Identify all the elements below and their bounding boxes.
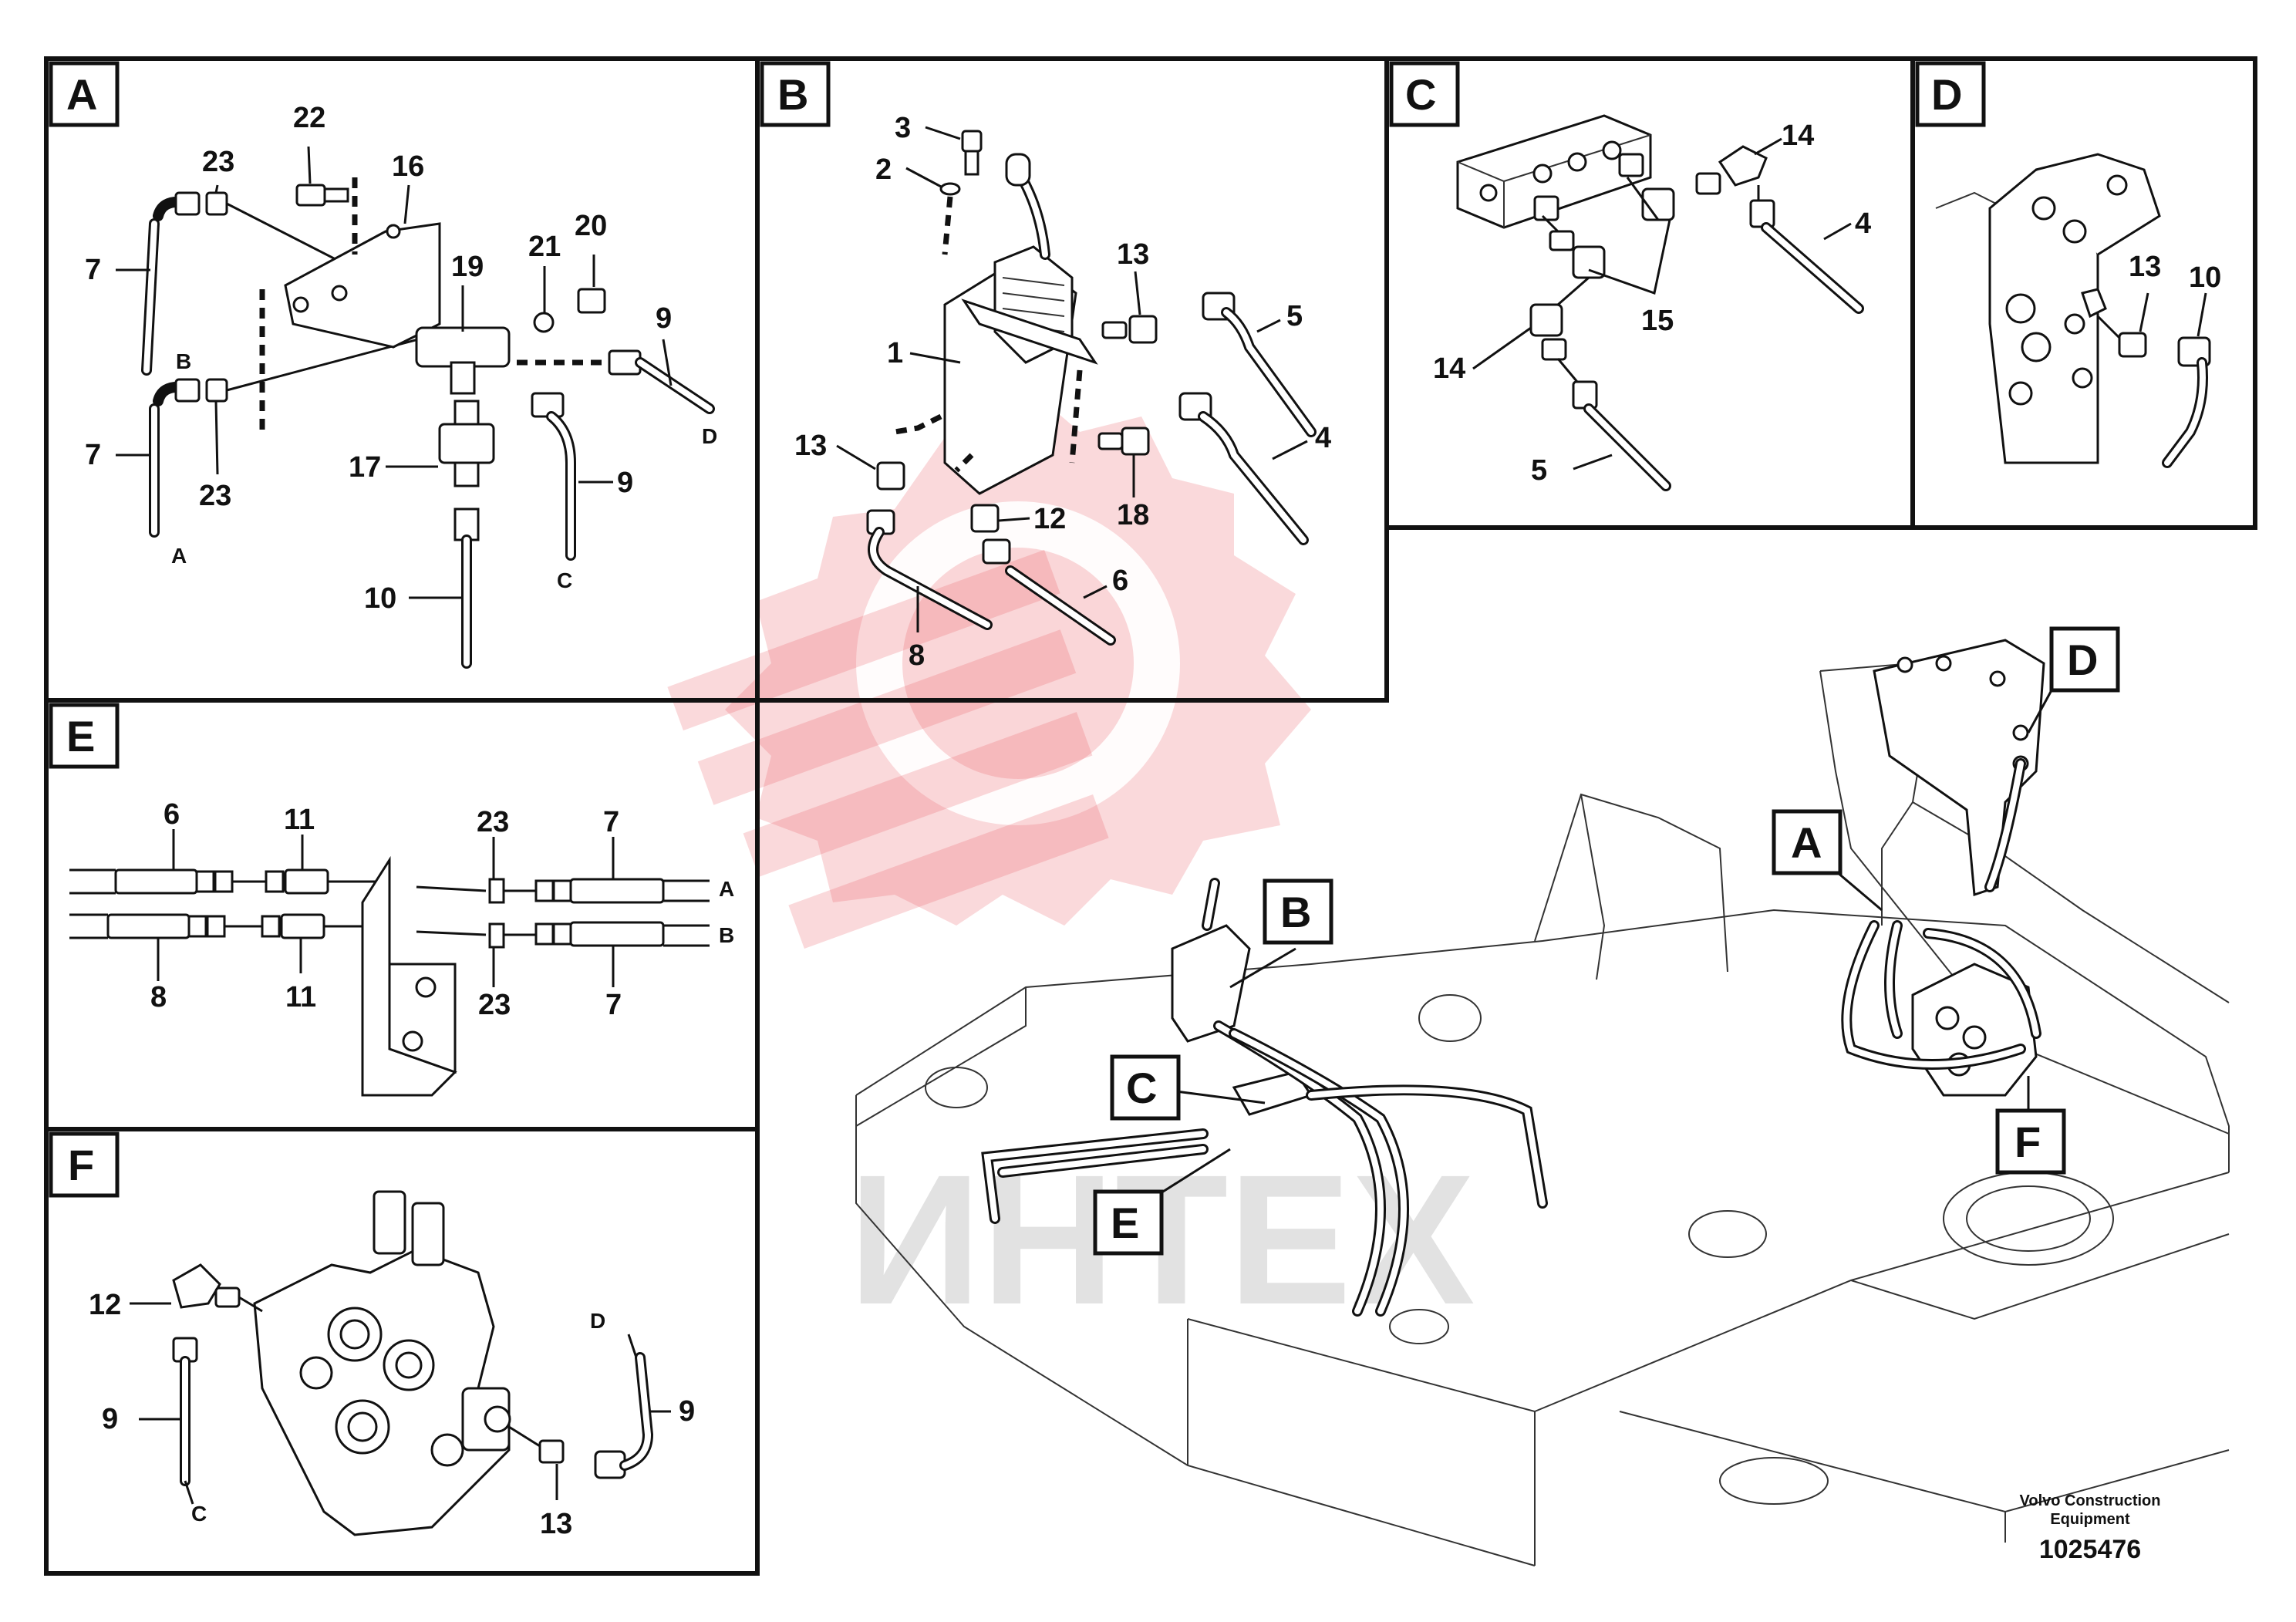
panel-a-tag-box [49, 61, 120, 127]
panel-c-tag: C [1405, 70, 1436, 119]
panel-e-tag-box [49, 703, 120, 769]
callout-c-14-bottom: 14 [1433, 352, 1465, 385]
callout-b-1: 1 [887, 337, 903, 369]
callout-a-22: 22 [293, 102, 325, 134]
panel-f-frame [44, 1127, 760, 1576]
overview-tag-d-box [2049, 626, 2120, 693]
callout-f-13: 13 [540, 1508, 572, 1540]
panel-c: C 14 4 15 14 [1384, 56, 1915, 530]
overview-tag-c-box [1110, 1054, 1181, 1121]
callout-b-6: 6 [1112, 565, 1128, 597]
callout-b-13-top: 13 [1117, 238, 1149, 271]
overview-tag-f-box [1995, 1108, 2066, 1175]
callout-a-16: 16 [392, 150, 424, 183]
callout-f-12: 12 [89, 1289, 121, 1321]
overview-tag-e-box [1093, 1189, 1164, 1256]
callout-f-9-right: 9 [679, 1395, 695, 1428]
panel-e-tag: E [66, 712, 95, 760]
callout-a-10: 10 [364, 582, 396, 615]
end-e-b: B [719, 923, 734, 947]
callout-a-7-bottom: 7 [85, 439, 101, 471]
callout-d-10: 10 [2189, 261, 2221, 294]
panel-f-tag: F [68, 1141, 94, 1189]
end-a-c: C [557, 568, 572, 592]
callout-c-5: 5 [1531, 454, 1547, 487]
end-e-a: A [719, 877, 734, 901]
overview-tag-a-box [1772, 809, 1843, 875]
callout-e-6: 6 [164, 798, 180, 831]
callout-c-15: 15 [1641, 305, 1674, 337]
panel-c-tag-box [1389, 61, 1460, 127]
publisher-line-2: Equipment [2050, 1511, 2130, 1528]
panel-b: B [755, 56, 1389, 703]
callout-b-5: 5 [1286, 300, 1303, 332]
panel-e: E 6 [44, 698, 760, 1131]
end-f-d: D [590, 1309, 605, 1333]
callout-a-23-bottom: 23 [199, 480, 231, 512]
overview-tag-f: F [2014, 1118, 2041, 1166]
callout-c-14-top: 14 [1782, 120, 1814, 152]
panel-b-tag-box [760, 61, 831, 127]
callout-a-9-bottom: 9 [617, 467, 633, 499]
callout-f-9-left: 9 [102, 1403, 118, 1435]
overview-tag-e: E [1111, 1199, 1139, 1247]
panel-a-tag: A [66, 70, 97, 119]
drawing-number: 1025476 [2039, 1535, 2141, 1564]
callout-e-7-bottom: 7 [605, 989, 622, 1021]
callout-b-4: 4 [1315, 422, 1331, 454]
panel-b-tag: B [777, 70, 808, 119]
callout-e-23-top: 23 [477, 806, 509, 838]
end-f-c: C [191, 1502, 207, 1526]
end-a-b: B [176, 349, 191, 373]
callout-e-23-bottom: 23 [478, 989, 511, 1021]
callout-b-13-left: 13 [794, 430, 827, 462]
panel-a: A [44, 56, 760, 703]
overview-tag-a: A [1791, 818, 1822, 867]
panel-d-tag-box [1915, 61, 1986, 127]
callout-a-21: 21 [528, 231, 561, 263]
panel-f: F 12 D 9 9 C 13 [44, 1127, 760, 1576]
overview-tag-d: D [2067, 636, 2098, 684]
panel-d-tag: D [1931, 70, 1962, 119]
callout-b-8: 8 [909, 639, 925, 672]
callout-b-2: 2 [875, 153, 892, 186]
overview-tag-b-box [1263, 878, 1333, 945]
callout-a-20: 20 [575, 210, 607, 242]
callout-a-7-top: 7 [85, 254, 101, 286]
panel-d: D 13 10 [1910, 56, 2257, 530]
callout-e-11-bottom: 11 [285, 981, 316, 1013]
callout-a-9-top: 9 [656, 302, 672, 335]
callout-e-8: 8 [150, 981, 167, 1013]
callout-b-18: 18 [1117, 499, 1149, 531]
callout-a-23-top: 23 [202, 146, 234, 178]
publisher-line-1: Volvo Construction [2020, 1492, 2161, 1509]
callout-a-17: 17 [349, 451, 381, 484]
panel-d-frame [1910, 56, 2257, 530]
callout-b-3: 3 [895, 112, 911, 144]
callout-e-11-top: 11 [284, 804, 315, 836]
callout-d-13: 13 [2129, 251, 2161, 283]
overview-tag-b: B [1280, 888, 1311, 936]
callout-e-7-top: 7 [603, 806, 619, 838]
callout-a-19: 19 [451, 251, 484, 283]
panel-f-tag-box [49, 1131, 120, 1198]
end-a-d: D [702, 424, 717, 448]
callout-b-12: 12 [1033, 503, 1066, 535]
end-a-a: A [171, 544, 187, 568]
overview-tag-c: C [1126, 1064, 1157, 1112]
callout-c-4: 4 [1855, 207, 1871, 240]
overview-drawing: D A B C F E [855, 626, 2230, 1566]
